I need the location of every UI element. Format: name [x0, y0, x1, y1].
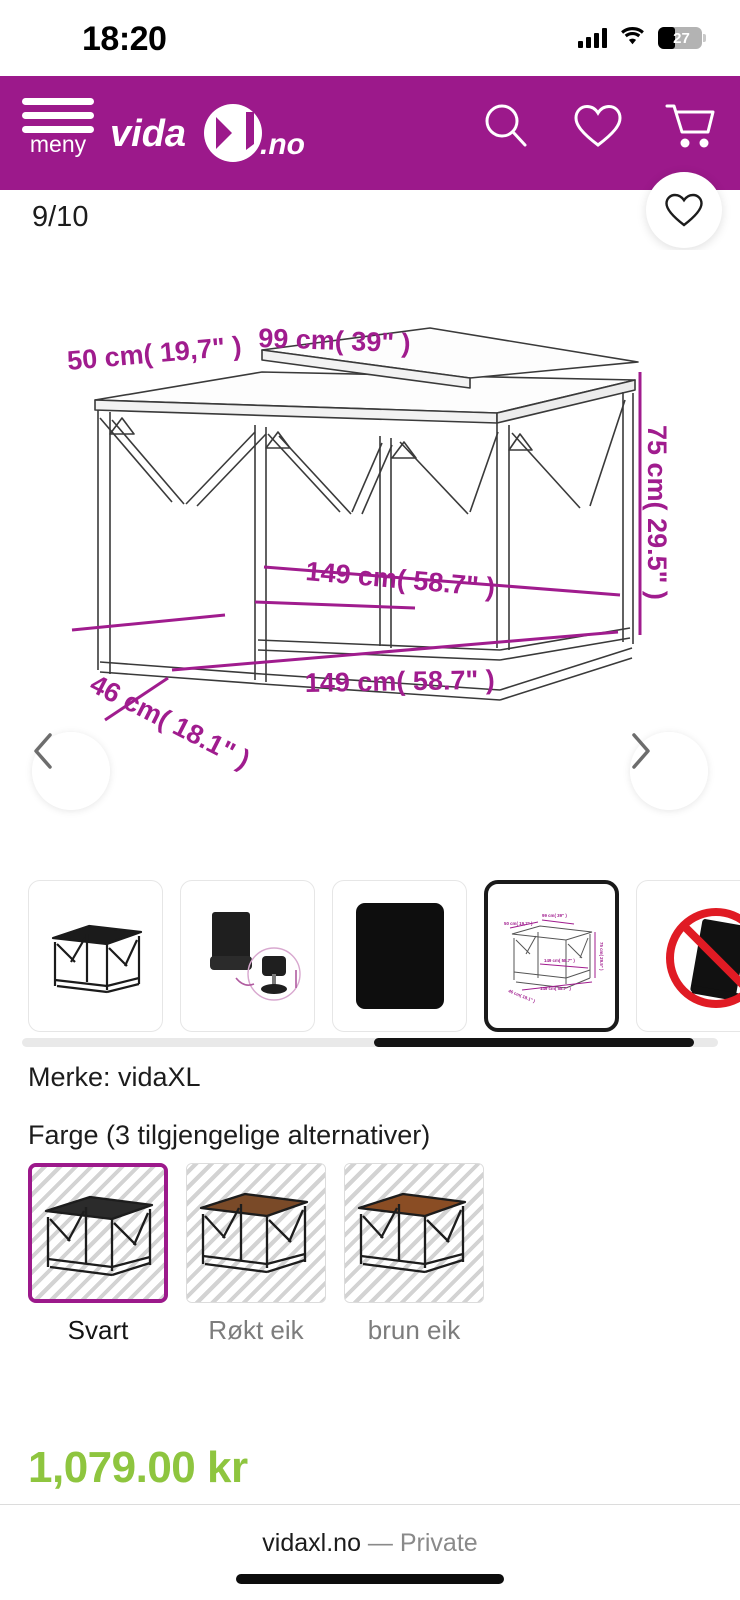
status-bar-clock: 18:20 — [82, 20, 167, 58]
dimension-technical-drawing: 50 cm( 19,7" ) 99 cm( 39" ) 75 cm( 29.5"… — [0, 250, 740, 860]
color-swatch-image-svart[interactable] — [28, 1163, 168, 1303]
scrollbar-thumb[interactable] — [374, 1038, 694, 1047]
color-swatch-image-rokt-eik[interactable] — [186, 1163, 326, 1303]
dimension-height-right: 75 cm( 29.5" ) — [642, 425, 672, 600]
color-label-brun-eik: brun eik — [367, 1315, 461, 1345]
address-bar[interactable]: vidaxl.no — Private — [0, 1529, 740, 1558]
hatch-pattern — [345, 1164, 483, 1302]
next-image-button[interactable] — [630, 732, 708, 810]
svg-text:46 cm( 18.1" ): 46 cm( 18.1" ) — [507, 988, 536, 1003]
battery-percent-label: 27 — [673, 29, 690, 47]
tipping-warning-thumbnail[interactable] — [636, 880, 740, 1032]
svg-text:149 cm( 58.7" ): 149 cm( 58.7" ) — [544, 958, 575, 963]
address-host: vidaxl.no — [262, 1529, 361, 1557]
vidaxl-logo[interactable]: vida .no — [108, 104, 338, 162]
color-option-brun-eik[interactable]: brun eik — [344, 1163, 484, 1346]
hamburger-menu-icon — [22, 98, 94, 133]
header-action-icons — [478, 98, 718, 154]
color-label-svart: Svart — [67, 1315, 129, 1345]
svg-text:75 cm( 29.5" ): 75 cm( 29.5" ) — [599, 942, 604, 971]
black-surface-swatch-thumbnail[interactable] — [332, 880, 467, 1032]
battery-icon: 27 — [658, 27, 706, 49]
hatch-pattern — [187, 1164, 325, 1302]
color-swatch-image-brun-eik[interactable] — [344, 1163, 484, 1303]
thumbnail-strip[interactable]: 50 cm( 19,7" ) 99 cm( 39" ) 75 cm( 29.5"… — [0, 880, 740, 1032]
brand-line: Merke: vidaXL — [28, 1062, 201, 1092]
previous-image-button[interactable] — [32, 732, 110, 810]
private-mode-label: Private — [399, 1529, 478, 1557]
chevron-left-icon — [34, 733, 52, 769]
product-image-viewer[interactable]: 50 cm( 19,7" ) 99 cm( 39" ) 75 cm( 29.5"… — [0, 250, 740, 860]
shopping-cart-icon[interactable] — [662, 98, 718, 154]
wifi-icon — [620, 26, 645, 50]
address-separator: — — [367, 1529, 393, 1557]
svg-text:99 cm( 39" ): 99 cm( 39" ) — [542, 913, 567, 918]
dimension-drawing-thumbnail[interactable]: 50 cm( 19,7" ) 99 cm( 39" ) 75 cm( 29.5"… — [484, 880, 619, 1032]
gallery-counter: 9/10 — [32, 201, 89, 233]
svg-text:50 cm( 19,7" ): 50 cm( 19,7" ) — [504, 921, 533, 926]
hatch-pattern — [32, 1167, 164, 1299]
gallery-counter-row: 9/10 — [0, 172, 740, 252]
color-swatch-list: Svart Røkt eik — [28, 1163, 718, 1353]
svg-text:vida: vida — [110, 113, 186, 155]
desk-photo-thumbnail[interactable] — [28, 880, 163, 1032]
product-price: 1,079.00 kr — [28, 1443, 248, 1492]
adjustable-foot-detail-thumbnail[interactable] — [180, 880, 315, 1032]
dimension-length-outer: 149 cm( 58.7" ) — [305, 665, 495, 698]
color-label-rokt-eik: Røkt eik — [208, 1315, 304, 1345]
heart-icon[interactable] — [570, 98, 626, 154]
heart-outline-icon — [665, 193, 703, 227]
hamburger-menu-button[interactable]: meny — [22, 98, 94, 157]
site-header: meny vida .no — [0, 76, 740, 190]
color-option-svart[interactable]: Svart — [28, 1163, 168, 1346]
ios-status-bar: 18:20 27 — [0, 0, 740, 76]
svg-text:149 cm( 58.7" ): 149 cm( 58.7" ) — [540, 986, 571, 991]
safari-bottom-bar: vidaxl.no — Private — [0, 1504, 740, 1600]
menu-label: meny — [29, 131, 87, 157]
thumbnail-scrollbar[interactable] — [22, 1038, 718, 1047]
home-indicator[interactable] — [236, 1574, 504, 1584]
add-to-wishlist-button[interactable] — [646, 172, 722, 248]
chevron-right-icon — [632, 733, 650, 769]
status-bar-indicators: 27 — [578, 26, 706, 50]
svg-text:.no: .no — [260, 128, 305, 161]
cellular-signal-icon — [578, 28, 607, 48]
search-icon[interactable] — [478, 98, 534, 154]
dimension-width-top-return: 99 cm( 39" ) — [258, 323, 411, 358]
color-section-title: Farge (3 tilgjengelige alternativer) — [28, 1120, 431, 1150]
color-option-rokt-eik[interactable]: Røkt eik — [186, 1163, 326, 1346]
